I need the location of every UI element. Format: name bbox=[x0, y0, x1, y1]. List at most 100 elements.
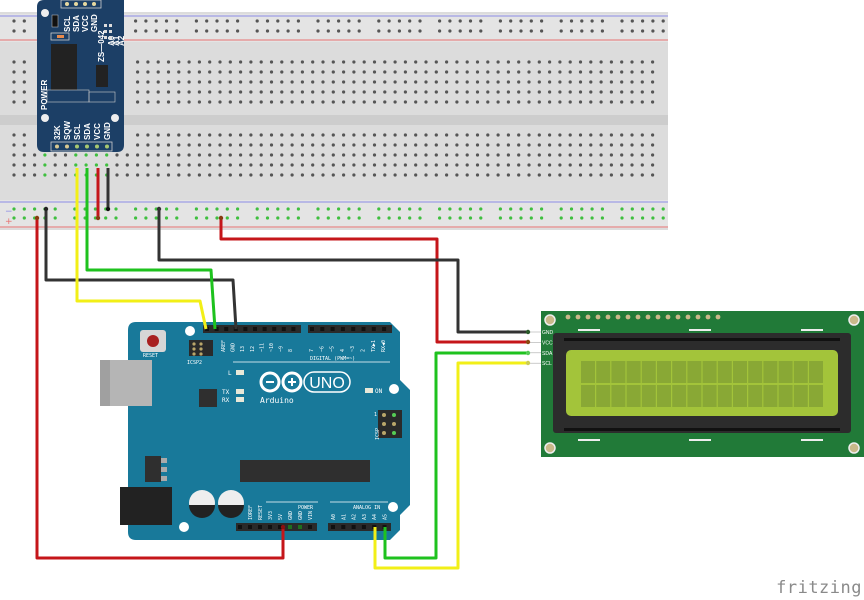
breadboard-hole[interactable] bbox=[218, 143, 222, 147]
breadboard-hole[interactable] bbox=[311, 80, 315, 84]
breadboard-hole[interactable] bbox=[445, 80, 449, 84]
breadboard-hole[interactable] bbox=[445, 90, 449, 94]
breadboard-hole[interactable] bbox=[311, 100, 315, 104]
breadboard-hole[interactable] bbox=[414, 100, 418, 104]
breadboard-hole[interactable] bbox=[249, 133, 253, 137]
breadboard-hole[interactable] bbox=[496, 173, 500, 177]
breadboard-hole[interactable] bbox=[136, 133, 140, 137]
breadboard-hole[interactable] bbox=[228, 173, 232, 177]
breadboard-hole[interactable] bbox=[311, 133, 315, 137]
breadboard-hole[interactable] bbox=[475, 143, 480, 147]
breadboard-hole[interactable] bbox=[578, 163, 583, 167]
rail-hole[interactable] bbox=[194, 216, 198, 220]
breadboard-hole[interactable] bbox=[228, 100, 232, 104]
wire-red-rail-to-lcd-vcc[interactable] bbox=[219, 218, 528, 344]
breadboard-hole[interactable] bbox=[166, 70, 171, 74]
breadboard-hole[interactable] bbox=[249, 90, 253, 94]
breadboard-hole[interactable] bbox=[424, 153, 428, 157]
rail-hole[interactable] bbox=[600, 19, 605, 23]
header-pin[interactable] bbox=[214, 327, 219, 331]
breadboard-hole[interactable] bbox=[568, 143, 572, 147]
breadboard-hole[interactable] bbox=[239, 80, 243, 84]
breadboard-hole[interactable] bbox=[651, 60, 655, 64]
rail-hole[interactable] bbox=[347, 29, 351, 33]
breadboard-hole[interactable] bbox=[342, 173, 346, 177]
breadboard-hole[interactable] bbox=[527, 80, 531, 84]
rail-hole[interactable] bbox=[265, 19, 270, 23]
breadboard-hole[interactable] bbox=[630, 70, 634, 74]
breadboard-hole[interactable] bbox=[208, 153, 212, 157]
breadboard-hole[interactable] bbox=[321, 173, 325, 177]
breadboard-hole[interactable] bbox=[548, 70, 552, 74]
breadboard-hole[interactable] bbox=[393, 163, 397, 167]
breadboard-hole[interactable] bbox=[197, 60, 201, 64]
breadboard-hole[interactable] bbox=[249, 80, 253, 84]
breadboard-hole[interactable] bbox=[218, 153, 222, 157]
breadboard-hole[interactable] bbox=[630, 163, 634, 167]
breadboard-hole[interactable] bbox=[218, 60, 222, 64]
breadboard-hole[interactable] bbox=[393, 173, 397, 177]
breadboard-hole[interactable] bbox=[414, 153, 418, 157]
breadboard-hole[interactable] bbox=[125, 173, 129, 177]
breadboard-hole[interactable] bbox=[609, 133, 614, 137]
breadboard-hole[interactable] bbox=[527, 60, 531, 64]
breadboard-hole[interactable] bbox=[74, 163, 78, 167]
breadboard-hole[interactable] bbox=[568, 70, 572, 74]
breadboard-hole[interactable] bbox=[651, 80, 655, 84]
header-pin[interactable] bbox=[281, 327, 286, 331]
breadboard-hole[interactable] bbox=[269, 90, 274, 94]
breadboard-hole[interactable] bbox=[228, 143, 232, 147]
breadboard-hole[interactable] bbox=[609, 163, 614, 167]
breadboard-hole[interactable] bbox=[249, 70, 253, 74]
breadboard-hole[interactable] bbox=[239, 60, 243, 64]
breadboard-hole[interactable] bbox=[239, 133, 243, 137]
header-pin[interactable] bbox=[224, 327, 229, 331]
breadboard-hole[interactable] bbox=[393, 100, 397, 104]
breadboard-hole[interactable] bbox=[280, 90, 284, 94]
breadboard-hole[interactable] bbox=[208, 70, 212, 74]
breadboard-hole[interactable] bbox=[403, 133, 407, 137]
breadboard-hole[interactable] bbox=[383, 100, 387, 104]
breadboard-hole[interactable] bbox=[43, 163, 47, 167]
breadboard-hole[interactable] bbox=[125, 163, 129, 167]
breadboard-hole[interactable] bbox=[424, 90, 428, 94]
breadboard-hole[interactable] bbox=[290, 60, 294, 64]
breadboard-hole[interactable] bbox=[280, 100, 284, 104]
breadboard-hole[interactable] bbox=[393, 70, 397, 74]
breadboard-hole[interactable] bbox=[465, 173, 469, 177]
rail-hole[interactable] bbox=[590, 29, 594, 33]
breadboard-hole[interactable] bbox=[290, 80, 294, 84]
breadboard-hole[interactable] bbox=[424, 70, 428, 74]
breadboard-hole[interactable] bbox=[280, 153, 284, 157]
rail-hole[interactable] bbox=[154, 29, 158, 33]
breadboard-hole[interactable] bbox=[589, 173, 593, 177]
rail-hole[interactable] bbox=[12, 207, 16, 211]
rail-hole[interactable] bbox=[215, 207, 219, 211]
breadboard-hole[interactable] bbox=[136, 143, 140, 147]
breadboard-hole[interactable] bbox=[434, 90, 438, 94]
breadboard-hole[interactable] bbox=[558, 153, 562, 157]
rail-hole[interactable] bbox=[296, 207, 300, 211]
rail-hole[interactable] bbox=[559, 207, 563, 211]
breadboard-hole[interactable] bbox=[331, 80, 335, 84]
breadboard-hole[interactable] bbox=[465, 163, 469, 167]
breadboard-hole[interactable] bbox=[352, 143, 356, 147]
breadboard-hole[interactable] bbox=[249, 153, 253, 157]
rail-hole[interactable] bbox=[397, 29, 401, 33]
breadboard-hole[interactable] bbox=[115, 173, 119, 177]
breadboard-hole[interactable] bbox=[280, 143, 284, 147]
rail-hole[interactable] bbox=[296, 216, 300, 220]
breadboard-hole[interactable] bbox=[393, 133, 397, 137]
breadboard-hole[interactable] bbox=[74, 153, 78, 157]
rail-hole[interactable] bbox=[347, 216, 351, 220]
breadboard-hole[interactable] bbox=[475, 153, 480, 157]
breadboard-hole[interactable] bbox=[280, 60, 284, 64]
breadboard-hole[interactable] bbox=[228, 90, 232, 94]
breadboard-hole[interactable] bbox=[589, 143, 593, 147]
breadboard-hole[interactable] bbox=[527, 163, 531, 167]
rail-hole[interactable] bbox=[479, 29, 483, 33]
breadboard-hole[interactable] bbox=[506, 60, 510, 64]
breadboard-hole[interactable] bbox=[548, 143, 552, 147]
breadboard-hole[interactable] bbox=[651, 70, 655, 74]
rail-hole[interactable] bbox=[175, 29, 179, 33]
